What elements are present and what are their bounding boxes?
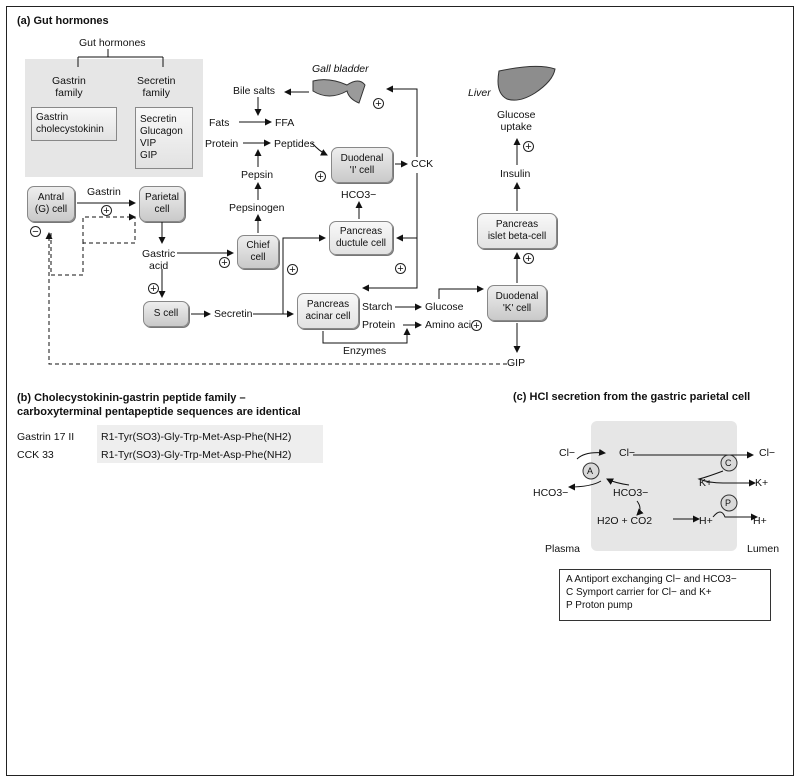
plus-sign: + [523, 141, 534, 153]
cl-right: Cl− [759, 447, 776, 459]
bile-salts-label: Bile salts [233, 85, 276, 97]
plus-sign: + [287, 264, 298, 276]
plasma-label: Plasma [545, 543, 581, 555]
hco3-left: HCO3− [533, 487, 569, 499]
symport-c: C [725, 458, 732, 468]
row-0-name: Gastrin 17 II [17, 431, 75, 443]
antiport-a: A [587, 466, 594, 476]
liver-label: Liver [468, 87, 491, 99]
legend-item-c: C Symport carrier for Cl− and K+ [566, 587, 712, 598]
pancreas-islet-beta-cell: Pancreas islet beta-cell [477, 213, 557, 249]
lumen-label: Lumen [747, 543, 780, 555]
fats-label: Fats [209, 117, 230, 129]
legend-item-p: P Proton pump [566, 600, 633, 611]
ffa-label: FFA [275, 117, 295, 129]
figure-frame: (a) Gut hormones Gut hormones Gastrin fa… [6, 6, 794, 776]
s-cell: S cell [143, 301, 189, 327]
hco3-mid: HCO3− [613, 487, 649, 499]
panel-a-title: (a) Gut hormones [17, 15, 109, 27]
insulin-label: Insulin [500, 168, 531, 180]
starch-label: Starch [362, 301, 393, 313]
duodenal-i-cell: Duodenal 'I' cell [331, 147, 393, 183]
gastric-acid-label: Gastric acid [142, 248, 176, 272]
k-right: K+ [755, 477, 769, 489]
h-mid: H+ [699, 515, 713, 527]
gall-bladder-label: Gall bladder [312, 63, 369, 75]
panel-c-legend: A Antiport exchanging Cl− and HCO3− C Sy… [559, 569, 771, 621]
hco3-label: HCO3− [341, 189, 377, 201]
pepsinogen-label: Pepsinogen [229, 202, 285, 214]
pancreas-acinar-cell: Pancreas acinar cell [297, 293, 359, 329]
amino-acids-label: Amino acids [425, 319, 483, 331]
row-1-name: CCK 33 [17, 449, 54, 461]
h-right: H+ [753, 515, 767, 527]
panel-c-title: (c) HCl secretion from the gastric parie… [513, 391, 751, 403]
chief-cell: Chief cell [237, 235, 279, 269]
panel-a-arrows [45, 49, 556, 365]
plus-sign: + [101, 205, 112, 217]
row-0-seq: R1-Tyr(SO3)-Gly-Trp-Met-Asp-Phe(NH2) [101, 431, 292, 443]
glucose-label: Glucose [425, 301, 464, 313]
plus-sign: + [315, 171, 326, 183]
h2o-co2: H2O + CO2 [597, 515, 653, 527]
gastrin-family-label: Gastrin family [52, 75, 86, 99]
row-1-seq: R1-Tyr(SO3)-Gly-Trp-Met-Asp-Phe(NH2) [101, 449, 292, 461]
pepsin-label: Pepsin [241, 169, 274, 181]
plus-sign: + [373, 98, 384, 110]
pancreas-ductule-cell: Pancreas ductule cell [329, 221, 393, 255]
secretin-family-label: Secretin family [137, 75, 176, 99]
plus-sign: + [395, 263, 406, 275]
panel-c-arrows [568, 448, 758, 523]
plus-sign: + [471, 320, 482, 332]
parietal-cell: Parietal cell [139, 186, 185, 222]
parietal-cell-body [591, 421, 737, 551]
cl-left: Cl− [559, 447, 576, 459]
minus-sign: − [30, 226, 41, 238]
sequence-highlight [97, 425, 323, 463]
peptides-label: Peptides [274, 138, 315, 150]
duodenal-k-cell: Duodenal 'K' cell [487, 285, 547, 321]
cck-label: CCK [411, 158, 434, 170]
enzymes-label: Enzymes [343, 345, 387, 357]
antral-g-cell: Antral (G) cell [27, 186, 75, 222]
gip-label: GIP [507, 357, 526, 369]
gut-hormones-header: Gut hormones [79, 37, 146, 49]
secretin-label: Secretin [214, 308, 253, 320]
panel-b-title: (b) Cholecystokinin-gastrin peptide fami… [17, 392, 301, 418]
plus-sign: + [148, 283, 159, 295]
legend-item-a: A Antiport exchanging Cl− and HCO3− [566, 574, 737, 585]
gastrin-label: Gastrin [87, 186, 121, 198]
gastrin-members: Gastrin cholecystokinin [31, 107, 117, 141]
protein-label: Protein [205, 138, 239, 150]
glucose-uptake-label: Glucose uptake [497, 109, 536, 133]
k-left: K+ [699, 477, 713, 489]
protein2-label: Protein [362, 319, 396, 331]
pump-p: P [725, 498, 732, 508]
plus-sign: + [523, 253, 534, 265]
secretin-members: Secretin Glucagon VIP GIP [135, 107, 193, 169]
cl-mid: Cl− [619, 447, 636, 459]
plus-sign: + [219, 257, 230, 269]
